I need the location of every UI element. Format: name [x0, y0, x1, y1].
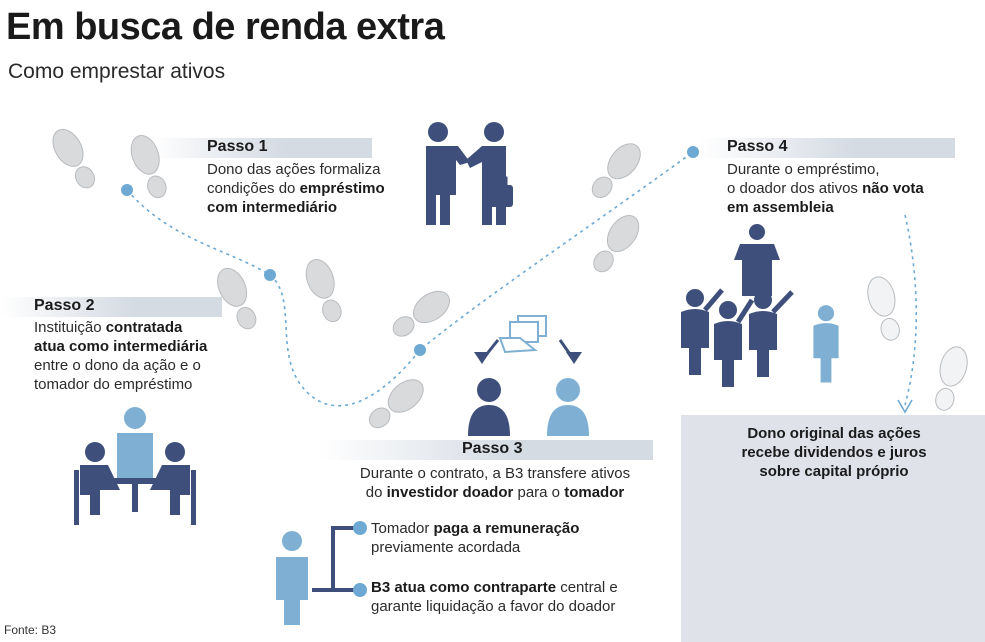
- text-line: o doador dos ativos não vota: [727, 179, 924, 198]
- page-title: Em busca de renda extra: [6, 6, 445, 48]
- step-bar: [318, 440, 653, 460]
- text-line: Durante o empréstimo,: [727, 160, 924, 179]
- text-line: Tomador paga a remuneração: [371, 519, 579, 538]
- arrow-down-icon: [897, 399, 913, 414]
- result-panel: [681, 415, 985, 642]
- text-line: tomador do empréstimo: [34, 375, 207, 394]
- text-line: em assembleia: [727, 198, 924, 217]
- meeting-icon: [74, 407, 196, 525]
- result-line: Dono original das ações: [747, 425, 921, 442]
- text-run: Durante o empréstimo,: [727, 161, 880, 178]
- text-line: entre o dono da ação e o: [34, 356, 207, 375]
- text-run: do: [365, 484, 387, 501]
- text-run: tomador do empréstimo: [34, 376, 193, 393]
- source-note: Fonte: B3: [4, 623, 57, 637]
- emphasis-text: paga a remuneração: [433, 520, 580, 537]
- text-line: Durante o contrato, a B3 transfere ativo…: [345, 464, 645, 483]
- text-run: central e: [556, 579, 618, 596]
- emphasis-text: investidor doador: [386, 484, 514, 501]
- text-run: garante liquidação a favor do doador: [371, 598, 616, 615]
- text-run: para o: [513, 484, 565, 501]
- text-line: B3 atua como contraparte central e: [371, 578, 618, 597]
- path-line: [126, 151, 918, 407]
- text-line: previamente acordada: [371, 538, 579, 557]
- text-line: do investidor doador para o tomador: [345, 483, 645, 502]
- person-icon: [547, 378, 589, 436]
- connector-line: [312, 526, 357, 592]
- text-line: com intermediário: [207, 198, 385, 217]
- emphasis-text: contratada: [105, 319, 183, 336]
- text-line: condições do empréstimo: [207, 179, 385, 198]
- person-icon: [468, 378, 510, 436]
- text-run: entre o dono da ação e o: [34, 357, 201, 374]
- emphasis-text: não vota: [862, 180, 924, 197]
- result-title: Dono original das ações recebe dividendo…: [694, 424, 974, 481]
- result-line: sobre capital próprio: [759, 463, 909, 480]
- path-dot: [121, 146, 699, 356]
- text-run: condições do: [207, 180, 300, 197]
- text-run: Instituição: [34, 319, 106, 336]
- text-run: Durante o contrato, a B3 transfere ativo…: [359, 465, 631, 482]
- handshake-icon: [426, 122, 513, 225]
- text-line: garante liquidação a favor do doador: [371, 597, 618, 616]
- step-title: Passo 1: [207, 138, 268, 155]
- text-line: atua como intermediária: [34, 337, 207, 356]
- text-run: o doador dos ativos: [727, 180, 863, 197]
- text-run: Dono das ações formaliza: [207, 161, 381, 178]
- result-line: recebe dividendos e juros: [741, 444, 927, 461]
- emphasis-text: tomador: [564, 484, 625, 501]
- page-subtitle: Como emprestar ativos: [8, 60, 226, 83]
- emphasis-text: com intermediário: [207, 199, 338, 216]
- emphasis-text: atua como intermediária: [34, 338, 208, 355]
- money-transfer-icon: [474, 315, 582, 364]
- text-run: Tomador: [371, 520, 434, 537]
- assembly-icon: [681, 224, 794, 387]
- emphasis-text: empréstimo: [299, 180, 385, 197]
- bullet-dot: [353, 521, 367, 597]
- step-description: Durante o empréstimo,o doador dos ativos…: [727, 160, 924, 217]
- step-bar: [700, 138, 955, 158]
- text-run: previamente acordada: [371, 539, 521, 556]
- text-line: Instituição contratada: [34, 318, 207, 337]
- step-title: Passo 4: [727, 138, 788, 155]
- person-icon: [813, 305, 839, 383]
- text-line: Dono das ações formaliza: [207, 160, 385, 179]
- emphasis-text: B3 atua como contraparte: [371, 579, 557, 596]
- step-bar: [150, 138, 372, 158]
- emphasis-text: em assembleia: [727, 199, 834, 216]
- person-icon: [276, 531, 308, 625]
- step-bar: [0, 297, 222, 317]
- step-description: Durante o contrato, a B3 transfere ativo…: [345, 464, 645, 502]
- step-title: Passo 3: [462, 440, 523, 457]
- step-title: Passo 2: [34, 297, 95, 314]
